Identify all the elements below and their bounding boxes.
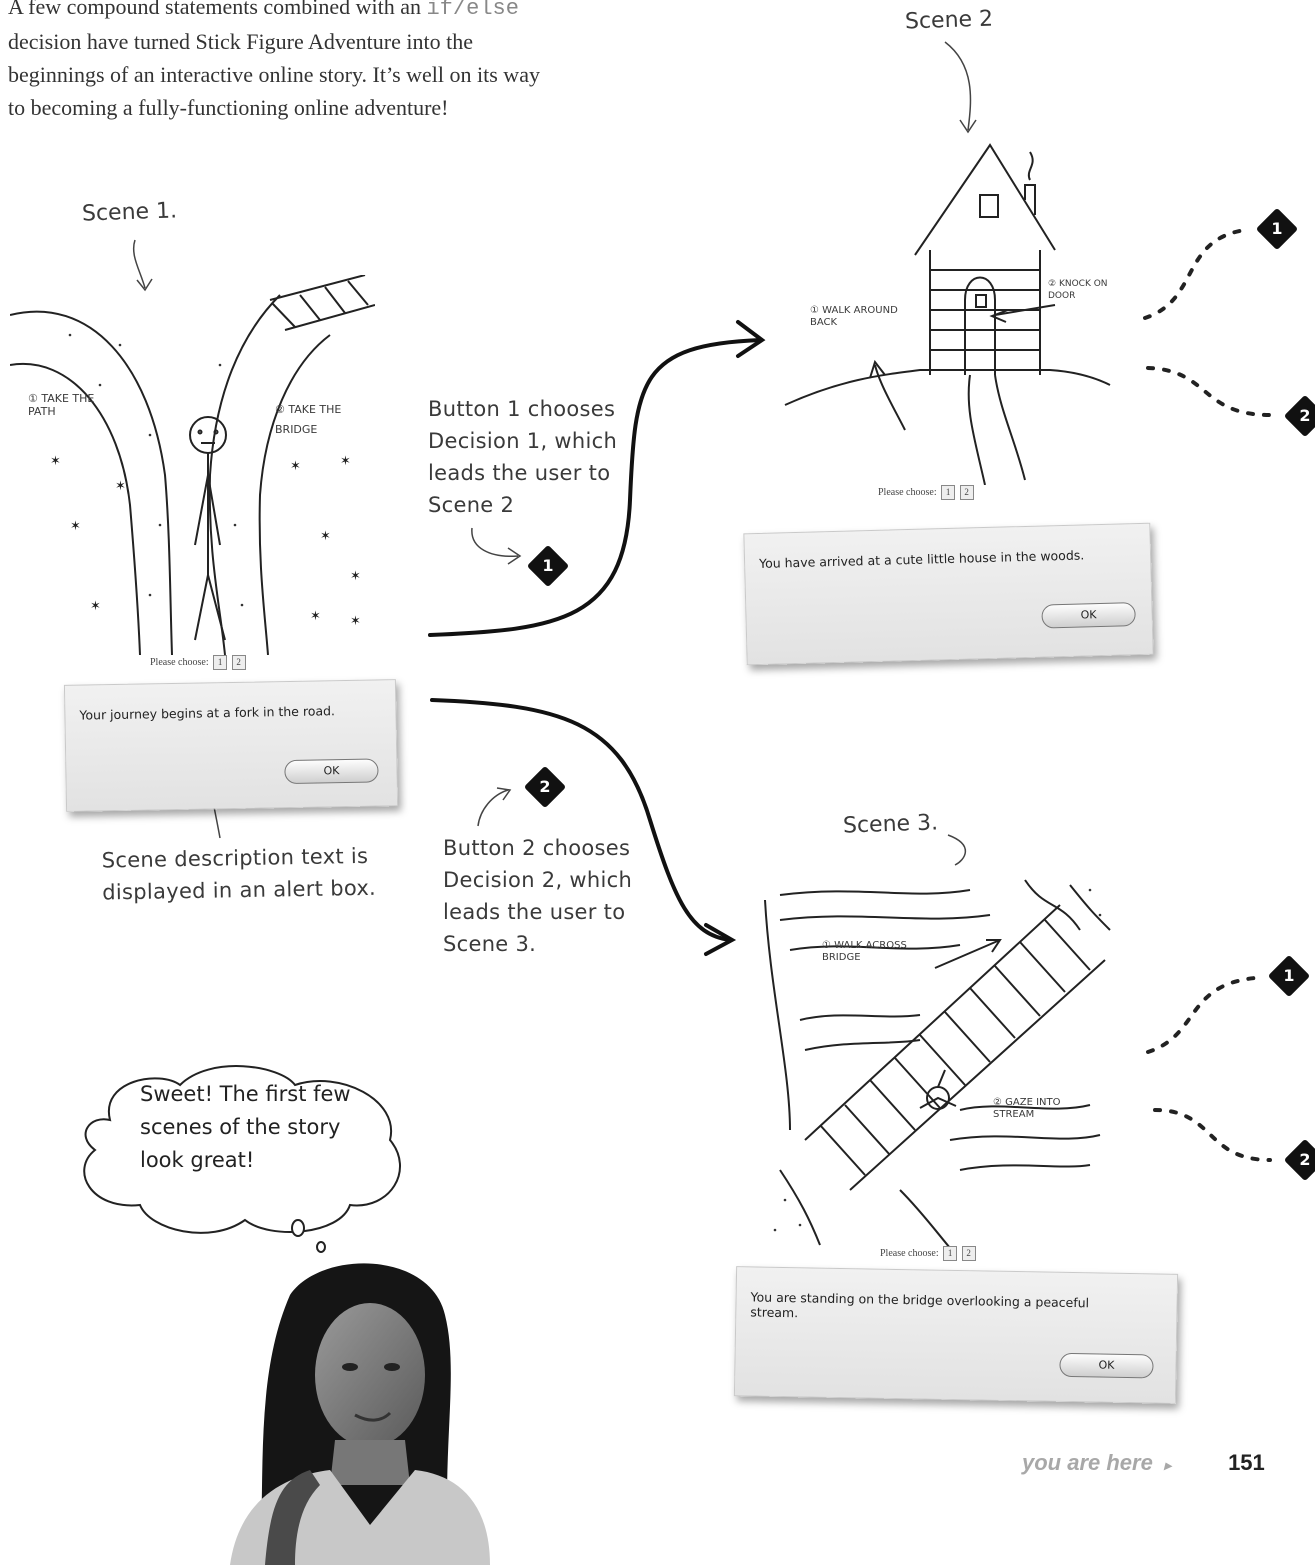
scene1-choose-prompt: Please choose: bbox=[150, 657, 209, 668]
scene3-label: Scene 3. bbox=[843, 810, 939, 838]
scene3-choose-row: Please choose: 1 2 bbox=[880, 1246, 976, 1261]
scene1-option1: ① TAKE THE PATH bbox=[28, 392, 108, 418]
scene2-label-arrow bbox=[945, 42, 976, 132]
decision2-badge-number: 2 bbox=[530, 772, 560, 802]
svg-text:✶: ✶ bbox=[115, 479, 126, 494]
page-number: 151 bbox=[1228, 1450, 1265, 1475]
scene3-option2: ② GAZE INTO STREAM bbox=[993, 1097, 1103, 1121]
decision1-badge-number: 1 bbox=[533, 551, 563, 581]
scene2-alert-message: You have arrived at a cute little house … bbox=[759, 546, 1136, 571]
scene3-label-arrow bbox=[948, 835, 965, 865]
scene3-alert-dialog: You are standing on the bridge overlooki… bbox=[734, 1266, 1178, 1404]
svg-text:✶: ✶ bbox=[90, 599, 101, 614]
scene2-option1: ① WALK AROUND BACK bbox=[810, 305, 910, 329]
scene1-alert-ok-button[interactable]: OK bbox=[284, 758, 378, 784]
scene3-illustration bbox=[760, 870, 1115, 1250]
scene3-option2-num: ② bbox=[993, 1097, 1002, 1108]
svg-text:✶: ✶ bbox=[70, 519, 81, 534]
scene2-choice-button-1[interactable]: 1 bbox=[941, 485, 955, 500]
scene2-alert-dialog: You have arrived at a cute little house … bbox=[743, 523, 1153, 666]
scene3-choice-button-1[interactable]: 1 bbox=[943, 1246, 957, 1261]
page-footer: you are here ▸ 151 bbox=[1022, 1450, 1265, 1476]
scene3-option1: ① WALK ACROSS BRIDGE bbox=[822, 940, 927, 964]
scene1-option1-num: ① bbox=[28, 392, 38, 405]
scene2-choice-button-2[interactable]: 2 bbox=[960, 485, 974, 500]
scene2-alert-ok-button[interactable]: OK bbox=[1041, 602, 1136, 628]
svg-text:✶: ✶ bbox=[50, 454, 61, 469]
girl-photo bbox=[170, 1255, 490, 1565]
decision1-badge: 1 bbox=[527, 545, 569, 587]
scene2-option1-num: ① bbox=[810, 305, 819, 316]
decision1-callout: Button 1 chooses Decision 1, which leads… bbox=[428, 393, 618, 521]
scene2-option1-text: WALK AROUND BACK bbox=[810, 305, 898, 328]
decision1-callout-arrow bbox=[472, 528, 520, 564]
scene2-option2-text: KNOCK ON DOOR bbox=[1048, 279, 1108, 301]
scene1-alert-message: Your journey begins at a fork in the roa… bbox=[79, 702, 381, 722]
decision2-callout: Button 2 chooses Decision 2, which leads… bbox=[443, 832, 643, 960]
scene3-option2-text: GAZE INTO STREAM bbox=[993, 1097, 1061, 1120]
svg-text:✶: ✶ bbox=[310, 609, 321, 624]
scene1-option2: ② TAKE THE BRIDGE bbox=[275, 400, 375, 440]
scene1-choice-button-1[interactable]: 1 bbox=[213, 655, 227, 670]
scene1-option1-text: TAKE THE PATH bbox=[28, 392, 94, 418]
scene2-label: Scene 2 bbox=[905, 6, 994, 34]
scene2-path2-badge-number: 2 bbox=[1290, 401, 1315, 431]
scene2-option2-num: ② bbox=[1048, 279, 1056, 289]
scene1-alert-annotation: Scene description text is displayed in a… bbox=[101, 839, 392, 908]
decision2-badge: 2 bbox=[524, 766, 566, 808]
footer-arrow-icon: ▸ bbox=[1164, 1457, 1171, 1473]
svg-text:✶: ✶ bbox=[340, 454, 351, 469]
svg-text:✶: ✶ bbox=[350, 569, 361, 584]
dash-path-s2-1 bbox=[1145, 230, 1245, 318]
scene3-path1-badge: 1 bbox=[1268, 955, 1310, 997]
dash-path-s2-2 bbox=[1148, 368, 1270, 415]
scene3-alert-message: You are standing on the bridge overlooki… bbox=[750, 1289, 1136, 1326]
decision2-callout-arrow bbox=[478, 788, 510, 826]
scene3-option1-num: ① bbox=[822, 940, 831, 951]
you-are-here-label: you are here bbox=[1022, 1450, 1153, 1475]
scene3-path2-badge-number: 2 bbox=[1290, 1145, 1315, 1175]
scene2-path1-badge-number: 1 bbox=[1262, 214, 1292, 244]
scene2-path1-badge: 1 bbox=[1256, 208, 1298, 250]
scene3-path1-badge-number: 1 bbox=[1274, 961, 1304, 991]
scene3-choice-button-2[interactable]: 2 bbox=[962, 1246, 976, 1261]
svg-text:✶: ✶ bbox=[290, 459, 301, 474]
scene1-illustration: ✶ ✶ ✶ ✶ ✶ ✶ ✶ ✶ ✶ ✶ bbox=[10, 275, 375, 655]
scene1-alert-dialog: Your journey begins at a fork in the roa… bbox=[64, 679, 398, 812]
dash-path-s3-1 bbox=[1148, 978, 1255, 1052]
scene3-alert-ok-button[interactable]: OK bbox=[1059, 1353, 1153, 1379]
scene1-option2-text: TAKE THE BRIDGE bbox=[275, 403, 341, 436]
thought-cloud-text: Sweet! The first few scenes of the story… bbox=[140, 1078, 360, 1177]
scene1-choose-row: Please choose: 1 2 bbox=[150, 655, 246, 670]
scene3-option1-text: WALK ACROSS BRIDGE bbox=[822, 940, 907, 963]
scene1-label: Scene 1. bbox=[82, 198, 178, 226]
svg-text:✶: ✶ bbox=[320, 529, 331, 544]
scene2-option2: ② KNOCK ON DOOR bbox=[1048, 278, 1110, 302]
scene3-choose-prompt: Please choose: bbox=[880, 1248, 939, 1259]
scene1-choice-button-2[interactable]: 2 bbox=[232, 655, 246, 670]
scene2-choose-prompt: Please choose: bbox=[878, 487, 937, 498]
dash-path-s3-2 bbox=[1155, 1110, 1270, 1160]
scene1-option2-num: ② bbox=[275, 403, 285, 416]
svg-text:✶: ✶ bbox=[350, 614, 361, 629]
scene2-choose-row: Please choose: 1 2 bbox=[878, 485, 974, 500]
